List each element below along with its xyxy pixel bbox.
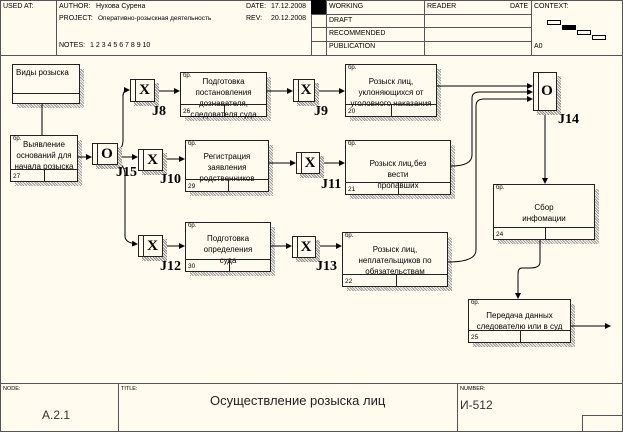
node-label: NODE: [3, 386, 21, 392]
junction-j12-xor[interactable]: X [138, 235, 163, 257]
status-publication: PUBLICATION [329, 43, 376, 50]
box-ref: бр. [348, 141, 357, 147]
box-number: 30 [188, 263, 196, 270]
junction-j9-xor[interactable]: X [293, 79, 315, 102]
status-working: WORKING [329, 3, 364, 10]
working-marker [311, 0, 326, 14]
box-ref: бр. [188, 141, 197, 147]
junction-label-j12: J12 [160, 259, 181, 274]
junction-label-j9: J9 [314, 104, 328, 119]
project-value: Оперативно-розыскная деятельность [98, 15, 212, 22]
box-label: Подготовка постановления дознавателя, сл… [190, 77, 256, 119]
box-label: Сбор инфомации [522, 203, 566, 223]
box-29[interactable]: бр. Регистрация заявления родственников … [185, 140, 273, 196]
junction-j11-xor[interactable]: X [296, 152, 320, 174]
junction-j8-xor[interactable]: X [130, 79, 155, 102]
context-label: CONTEXT: [534, 3, 569, 10]
box-number: 22 [345, 278, 353, 285]
box-label: Виды розыска [16, 68, 69, 77]
junction-label-j14: J14 [558, 112, 579, 127]
junction-j10-xor[interactable]: X [138, 149, 163, 171]
author-label: AUTHOR: [59, 3, 91, 10]
junction-label-j10: J10 [160, 172, 181, 187]
junction-label-j11: J11 [321, 177, 342, 192]
box-label: Выявление оснований для начала розыска [14, 140, 74, 171]
box-label: Регистрация заявления родственников [199, 152, 255, 183]
box-number: 27 [13, 173, 21, 180]
box-30[interactable]: бр. Подготовка определения суда 30 [185, 222, 275, 276]
status-draft: DRAFT [329, 17, 353, 24]
box-26[interactable]: бр. Подготовка постановления дознавателя… [180, 72, 271, 121]
diagram-number: И-512 [460, 398, 493, 412]
reader-date-label: DATE [510, 3, 529, 10]
box-label: Передача данных следователю или в суд [476, 311, 563, 331]
context-node: A0 [534, 43, 543, 50]
box-ref: бр. [471, 300, 480, 306]
box-label: Розыск лиц, уклоняющихся от уголовного н… [350, 77, 432, 108]
box-ref: бр. [348, 65, 357, 71]
status-recommended: RECOMMENDED [329, 30, 386, 37]
used-at-label: USED AT: [3, 3, 34, 10]
box-ref: бр. [345, 233, 354, 239]
box-number: 25 [471, 334, 479, 341]
box-number: 26 [183, 108, 191, 115]
box-number: 24 [496, 231, 504, 238]
node-value: A.2.1 [42, 408, 71, 422]
box-24[interactable]: бр. Сбор инфомации 24 [493, 184, 599, 244]
box-number: 20 [348, 108, 356, 115]
notes-label: NOTES: [59, 42, 86, 49]
junction-label-j15: J15 [116, 165, 137, 180]
title-label: TITLE: [121, 386, 138, 392]
box-ref: бр. [13, 136, 22, 142]
junction-label-j13: J13 [316, 259, 337, 274]
box-22[interactable]: бр. Розыск лиц, неплательщиков по обязат… [342, 232, 452, 291]
date-value: 17.12.2008 [271, 3, 307, 10]
rev-value: 20.12.2008 [271, 15, 307, 22]
notes-value: 1 2 3 4 5 6 7 8 9 10 [90, 42, 151, 49]
box-number: 29 [188, 183, 196, 190]
date-label: DATE: [246, 3, 267, 10]
box-number: 21 [348, 186, 356, 193]
project-label: PROJECT: [59, 15, 93, 22]
box-label: Подготовка определения суда [203, 234, 253, 265]
box-ref: бр. [183, 73, 192, 79]
box-ref: бр. [188, 223, 197, 229]
box-ref: бр. [496, 185, 505, 191]
author-value: Нухова Сурена [96, 3, 146, 10]
junction-label-j8: J8 [152, 104, 166, 119]
box-vidy-rozyska[interactable]: Виды розыска [12, 64, 84, 108]
box-20[interactable]: бр. Розыск лиц, уклоняющихся от уголовно… [345, 64, 441, 121]
diagram-title: Осуществление розыска лиц [210, 393, 386, 408]
box-label: Розыск лиц, неплательщиков по обязательс… [358, 245, 432, 276]
box-25[interactable]: бр. Передача данных следователю или в су… [468, 299, 575, 347]
rev-label: REV: [246, 15, 263, 22]
junction-j15-or[interactable]: O [92, 143, 118, 165]
junction-j14-or[interactable]: O [533, 72, 557, 111]
number-label: NUMBER: [460, 386, 486, 392]
reader-label: READER [427, 3, 457, 10]
box-27[interactable]: бр. Выявление оснований для начала розыс… [10, 135, 82, 186]
junction-j13-xor[interactable]: X [292, 236, 316, 258]
box-21[interactable]: бр. Розыск лиц,без вести пропавших 21 [345, 140, 455, 199]
